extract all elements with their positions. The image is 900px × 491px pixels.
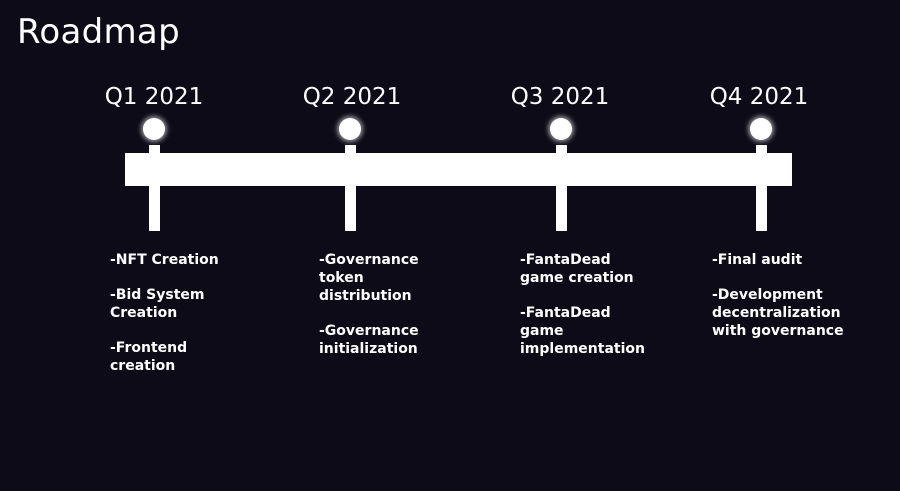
milestone-dot-q3 (550, 118, 572, 140)
milestone-items-q4: -Final audit -Development decentralizati… (712, 251, 862, 357)
milestone-item: -FantaDead game implementation (520, 305, 645, 357)
milestone-item: -FantaDead game creation (520, 252, 634, 286)
milestone-dot-q1 (143, 118, 165, 140)
milestone-items-q1: -NFT Creation -Bid System Creation -Fron… (110, 251, 250, 392)
milestone-stem-top-q4 (755, 145, 767, 155)
milestone-item: -NFT Creation (110, 252, 219, 268)
milestone-stem-top-q3 (555, 145, 567, 155)
page-title: Roadmap (17, 12, 180, 52)
milestone-label-q2: Q2 2021 (302, 84, 402, 110)
milestone-item: -Governance token distribution (319, 252, 419, 304)
timeline-bar (125, 153, 792, 186)
milestone-item: -Development decentralization with gover… (712, 287, 844, 339)
milestone-label-q4: Q4 2021 (709, 84, 809, 110)
milestone-stem-bottom-q3 (555, 185, 567, 231)
milestone-label-q1: Q1 2021 (104, 84, 204, 110)
milestone-stem-top-q1 (148, 145, 160, 155)
milestone-dot-q2 (339, 118, 361, 140)
milestone-stem-top-q2 (344, 145, 356, 155)
milestone-stem-bottom-q1 (148, 185, 160, 231)
milestone-stem-bottom-q4 (755, 185, 767, 231)
milestone-dot-q4 (750, 118, 772, 140)
milestone-item: -Final audit (712, 252, 803, 268)
milestone-item: -Frontend creation (110, 340, 188, 374)
milestone-label-q3: Q3 2021 (510, 84, 610, 110)
milestone-items-q2: -Governance token distribution -Governan… (319, 251, 459, 375)
milestone-items-q3: -FantaDead game creation -FantaDead game… (520, 251, 660, 375)
milestone-stem-bottom-q2 (344, 185, 356, 231)
milestone-item: -Governance initialization (319, 323, 419, 357)
milestone-item: -Bid System Creation (110, 287, 205, 321)
